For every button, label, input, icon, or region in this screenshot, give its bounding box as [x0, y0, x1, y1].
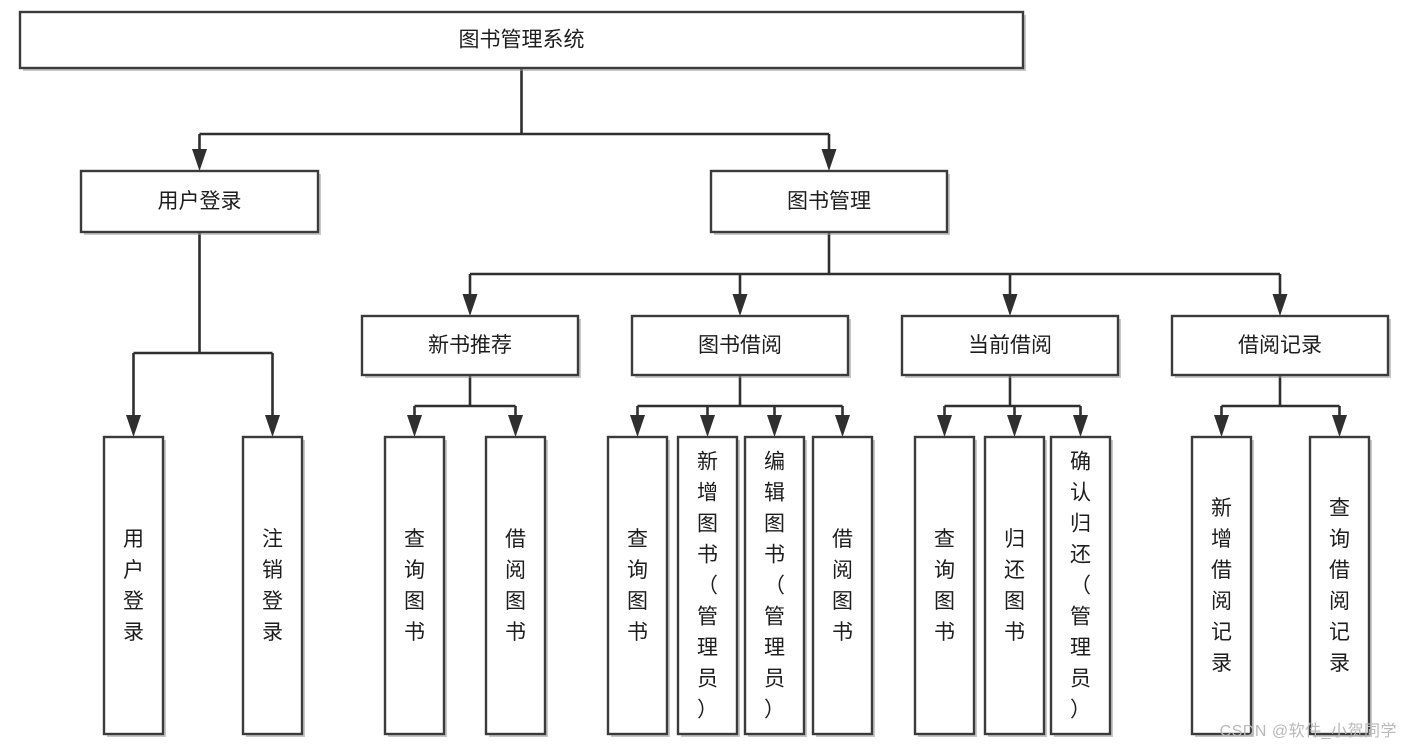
node-label: 编辑图书（管理员）	[764, 450, 785, 721]
arrow-head-icon	[407, 415, 422, 437]
node-box[interactable]	[1308, 435, 1371, 736]
edge-group-root	[192, 68, 837, 171]
node-label: 用户登录	[158, 190, 242, 213]
node-box[interactable]	[900, 314, 1120, 377]
node-label: 图书管理系统	[459, 29, 585, 52]
node-label: 图书管理	[787, 190, 871, 213]
arrow-head-icon	[700, 415, 715, 437]
arrow-head-icon	[767, 415, 782, 437]
node-leaf-add-record[interactable]: 新增借阅记录	[1190, 435, 1254, 737]
arrow-head-icon	[630, 415, 645, 437]
node-leaf-borrow-book-1[interactable]: 借阅图书	[484, 435, 548, 737]
node-leaf-query-record[interactable]: 查询借阅记录	[1308, 435, 1372, 737]
node-label: 确认归还（管理员）	[1070, 450, 1091, 721]
node-box[interactable]	[18, 10, 1025, 70]
node-leaf-query-book-1[interactable]: 查询图书	[383, 435, 447, 737]
node-label: 当前借阅	[968, 334, 1052, 357]
node-leaf-return-book[interactable]: 归还图书	[983, 435, 1047, 737]
arrow-head-icon	[192, 149, 207, 171]
node-leaf-edit-book[interactable]: 编辑图书（管理员）	[743, 435, 807, 737]
node-leaf-query-book-2[interactable]: 查询图书	[606, 435, 670, 737]
node-label: 查询借阅记录	[1329, 497, 1350, 675]
node-root[interactable]: 图书管理系统	[18, 10, 1026, 71]
node-label: 用户登录	[123, 528, 144, 644]
node-box[interactable]	[484, 435, 547, 736]
node-label: 注销登录	[262, 528, 283, 644]
node-new-book-rec[interactable]: 新书推荐	[360, 314, 581, 378]
node-label: 归还图书	[1004, 528, 1025, 644]
node-leaf-add-book[interactable]: 新增图书（管理员）	[676, 435, 740, 737]
arrow-head-icon	[937, 415, 952, 437]
arrow-head-icon	[821, 149, 837, 171]
node-label: 新增图书（管理员）	[697, 450, 718, 721]
node-label: 查询图书	[934, 528, 955, 644]
node-box[interactable]	[1170, 314, 1390, 377]
node-box[interactable]	[630, 314, 850, 377]
node-label: 查询图书	[627, 528, 648, 644]
node-box[interactable]	[913, 435, 976, 736]
arrow-head-icon	[1002, 294, 1018, 316]
node-box[interactable]	[79, 169, 320, 234]
node-box[interactable]	[360, 314, 580, 377]
node-label: 新增借阅记录	[1211, 497, 1232, 675]
edge-group-borrow-record	[1214, 375, 1347, 437]
node-leaf-user-logout[interactable]: 注销登录	[241, 435, 305, 737]
arrow-head-icon	[1332, 415, 1347, 437]
edge-group-book-borrow	[630, 375, 850, 437]
node-box[interactable]	[102, 435, 165, 736]
edges-layer	[126, 68, 1347, 437]
arrow-head-icon	[265, 415, 280, 437]
node-box[interactable]	[676, 435, 739, 736]
node-box[interactable]	[1190, 435, 1253, 736]
edge-group-user-login	[126, 232, 280, 437]
edge-group-new-book-rec	[407, 375, 523, 437]
node-label: 查询图书	[404, 528, 425, 644]
node-leaf-user-login[interactable]: 用户登录	[102, 435, 166, 737]
node-box[interactable]	[1049, 435, 1112, 736]
nodes-layer: 图书管理系统用户登录图书管理新书推荐图书借阅当前借阅借阅记录用户登录注销登录查询…	[18, 10, 1391, 737]
node-box[interactable]	[709, 169, 949, 234]
arrow-head-icon	[508, 415, 523, 437]
node-label: 图书借阅	[698, 334, 782, 357]
node-label: 借阅图书	[832, 528, 853, 644]
arrow-head-icon	[126, 415, 141, 437]
arrow-head-icon	[1214, 415, 1229, 437]
arrow-head-icon	[1007, 415, 1022, 437]
node-book-borrow[interactable]: 图书借阅	[630, 314, 851, 378]
node-leaf-borrow-book-2[interactable]: 借阅图书	[811, 435, 875, 737]
node-box[interactable]	[606, 435, 669, 736]
node-book-manage[interactable]: 图书管理	[709, 169, 950, 235]
edge-group-book-manage	[462, 232, 1288, 316]
node-current-borrow[interactable]: 当前借阅	[900, 314, 1121, 378]
arrow-head-icon	[732, 294, 748, 316]
node-box[interactable]	[743, 435, 806, 736]
arrow-head-icon	[835, 415, 850, 437]
node-box[interactable]	[383, 435, 446, 736]
watermark-text: CSDN @软件_小贺同学	[1219, 723, 1397, 740]
arrow-head-icon	[462, 294, 478, 316]
node-label: 借阅图书	[505, 528, 526, 644]
node-leaf-confirm-return[interactable]: 确认归还（管理员）	[1049, 435, 1113, 737]
edge-group-current-borrow	[937, 375, 1088, 437]
node-label: 新书推荐	[428, 334, 512, 357]
node-box[interactable]	[241, 435, 304, 736]
node-box[interactable]	[983, 435, 1046, 736]
node-borrow-record[interactable]: 借阅记录	[1170, 314, 1391, 378]
node-user-login[interactable]: 用户登录	[79, 169, 321, 235]
arrow-head-icon	[1073, 415, 1088, 437]
arrow-head-icon	[1272, 294, 1288, 316]
node-box[interactable]	[811, 435, 874, 736]
node-leaf-query-book-3[interactable]: 查询图书	[913, 435, 977, 737]
node-label: 借阅记录	[1238, 334, 1322, 357]
